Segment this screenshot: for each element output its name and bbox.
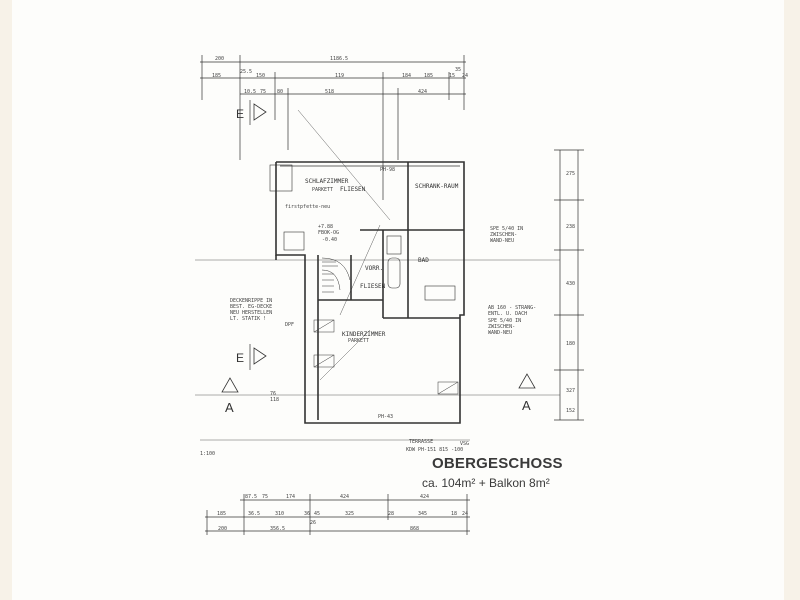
section-marker-right: A bbox=[518, 373, 536, 413]
room-schlafzimmer: SCHLAFZIMMER bbox=[305, 178, 349, 185]
dim-label: 424 bbox=[340, 494, 349, 500]
dim-label: 24 bbox=[462, 73, 468, 79]
roof-windows bbox=[313, 319, 459, 395]
scale-mark: 1:100 bbox=[200, 451, 215, 457]
dim-label: 180 bbox=[566, 341, 575, 347]
terrace-note: TERRASSE bbox=[409, 439, 433, 445]
elevation-marker-mid: E bbox=[236, 344, 267, 370]
kote-label: -0.40 bbox=[322, 237, 337, 243]
note-line: LT. STATIK ! bbox=[230, 316, 266, 322]
dim-label: 518 bbox=[325, 89, 334, 95]
note-line: DECKENRIPPE IN bbox=[230, 298, 272, 304]
dim-label: 80 bbox=[277, 89, 283, 95]
right-dimensions: 275 238 430 180 327 152 bbox=[554, 149, 584, 421]
dim-label: 424 bbox=[418, 89, 427, 95]
section-marker-left: A bbox=[221, 377, 239, 415]
dim-label: 424 bbox=[420, 494, 429, 500]
vsg-note: VSG bbox=[460, 441, 469, 447]
opening-label: 76 bbox=[270, 391, 276, 397]
dim-label: 275 bbox=[566, 171, 575, 177]
dim-label: 24 bbox=[462, 511, 468, 517]
dim-label: 238 bbox=[566, 224, 575, 230]
dim-label: 345 bbox=[418, 511, 427, 517]
dim-label: 152 bbox=[566, 408, 575, 414]
room-bad: BAD bbox=[418, 257, 429, 264]
opening-label: PH-98 bbox=[380, 167, 395, 173]
top-dimensions: 200 1186.5 185 25.5 150 119 184 185 15 3… bbox=[200, 55, 468, 200]
dim-label: 75 bbox=[262, 494, 268, 500]
dim-label: 25.5 bbox=[240, 69, 252, 75]
dim-label: 310 bbox=[275, 511, 284, 517]
fliesen-label: FLIESEN bbox=[360, 283, 386, 290]
purlin-note: firstpfette-neu bbox=[285, 204, 330, 210]
dim-label: 200 bbox=[218, 526, 227, 532]
elevation-label: E bbox=[236, 107, 244, 121]
dim-label: 185 bbox=[212, 73, 221, 79]
note-line: BEST. EG-DECKE bbox=[230, 304, 272, 310]
dim-label: 10.5 bbox=[244, 89, 256, 95]
floor-title: OBERGESCHOSS bbox=[432, 455, 563, 472]
dim-label: 75 bbox=[260, 89, 266, 95]
opening-label: DPF bbox=[285, 322, 294, 328]
note-line: WAND-NEU bbox=[490, 238, 514, 244]
kdw-note: KDW PH-151 815 -100 bbox=[406, 447, 463, 453]
dim-label: 184 bbox=[402, 73, 411, 79]
floor-note: FLIESEN bbox=[340, 186, 366, 193]
room-vorraum: VORR. bbox=[365, 265, 383, 272]
dim-label: 868 bbox=[410, 526, 419, 532]
note-line: WAND-NEU bbox=[488, 330, 512, 336]
dim-label: 185 bbox=[424, 73, 433, 79]
dim-label: 185 bbox=[217, 511, 226, 517]
floor-type: PARKETT bbox=[312, 187, 333, 193]
level-label: +7.88 bbox=[318, 224, 333, 230]
dim-label: 119 bbox=[335, 73, 344, 79]
dim-label: 87.5 bbox=[245, 494, 257, 500]
section-label: A bbox=[225, 400, 234, 415]
dim-label: 150 bbox=[256, 73, 265, 79]
bathroom-fixtures bbox=[269, 164, 456, 301]
room-schrankraum: SCHRANK-RAUM bbox=[415, 183, 459, 190]
bottom-dimensions: 87.5 75 174 424 424 185 36.5 310 36 45 3… bbox=[205, 494, 470, 535]
elevation-marker-top: E bbox=[236, 100, 267, 125]
opening-label: PH-43 bbox=[378, 414, 393, 420]
floor-level-label: FBOK-OG bbox=[318, 230, 339, 236]
dim-label: 327 bbox=[566, 388, 575, 394]
note-line: AB 160 - STRANG- bbox=[488, 305, 536, 311]
dim-label: 45 bbox=[314, 511, 320, 517]
section-label: A bbox=[522, 398, 531, 413]
dim-label: 15 bbox=[449, 73, 455, 79]
staircase bbox=[321, 257, 351, 293]
dim-label: 200 bbox=[215, 56, 224, 62]
note-line: ENTL. U. DACH bbox=[488, 311, 527, 317]
note-line: ZWISCHEN- bbox=[488, 324, 515, 330]
walls bbox=[275, 161, 465, 424]
note-line: ZWISCHEN- bbox=[490, 232, 517, 238]
floor-type: PARKETT bbox=[348, 338, 369, 344]
opening-label: 118 bbox=[270, 397, 279, 403]
dim-label: 36 bbox=[304, 511, 310, 517]
dim-label: 430 bbox=[566, 281, 575, 287]
dim-label: 28 bbox=[388, 511, 394, 517]
floor-area: ca. 104m² + Balkon 8m² bbox=[422, 476, 550, 490]
room-kinderzimmer: KINDERZIMMER bbox=[342, 331, 386, 338]
dim-label: 26 bbox=[310, 520, 316, 526]
elevation-label: E bbox=[236, 351, 244, 365]
construction-lines bbox=[195, 109, 560, 441]
note-line: SPE 5/40 IN bbox=[490, 226, 523, 232]
dim-label: 356.5 bbox=[270, 526, 285, 532]
dim-label: 325 bbox=[345, 511, 354, 517]
dim-label: 174 bbox=[286, 494, 295, 500]
room-labels: SCHLAFZIMMER PARKETT FLIESEN SCHRANK-RAU… bbox=[200, 167, 536, 457]
dim-label: 1186.5 bbox=[330, 56, 348, 62]
dim-label: 35 bbox=[455, 67, 461, 73]
dim-label: 18 bbox=[451, 511, 457, 517]
note-line: SPE 5/40 IN bbox=[488, 318, 521, 324]
note-line: NEU HERSTELLEN bbox=[230, 310, 272, 316]
dim-label: 36.5 bbox=[248, 511, 260, 517]
